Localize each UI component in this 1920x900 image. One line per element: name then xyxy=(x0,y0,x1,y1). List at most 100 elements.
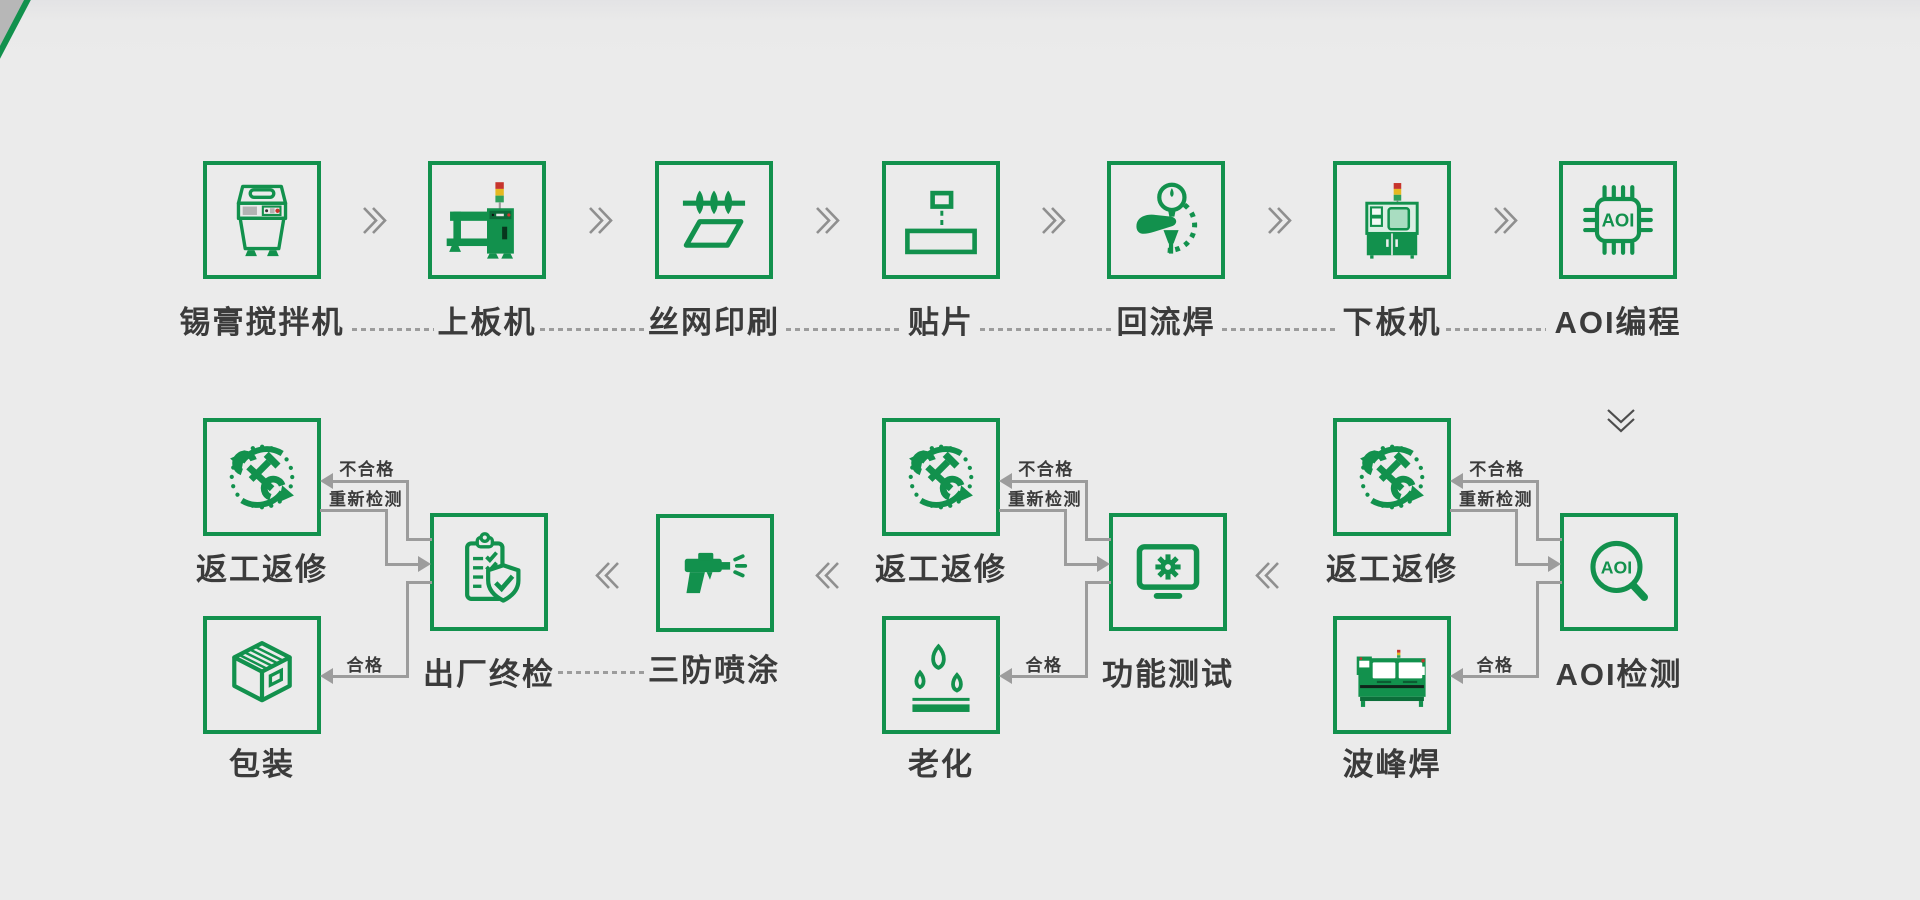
wave-soldering-icon xyxy=(1356,649,1426,707)
dashed-connector xyxy=(786,328,903,331)
dashed-connector xyxy=(558,671,646,674)
step-label: AOI编程 xyxy=(1554,305,1682,340)
node-screen-printing xyxy=(655,161,773,279)
connector-line xyxy=(999,509,1067,512)
flow-chevron-down-icon xyxy=(1607,409,1635,433)
lower-label: 包装 xyxy=(229,747,295,782)
arrowhead-right-icon xyxy=(1097,556,1110,572)
arrowhead-left-icon xyxy=(999,473,1012,489)
connector-line xyxy=(1515,563,1549,566)
retest-label: 重新检测 xyxy=(1008,490,1082,509)
rework-label: 返工返修 xyxy=(1326,552,1458,587)
step-label: 上板机 xyxy=(437,305,537,340)
dashed-connector xyxy=(980,328,1112,331)
node-aoi-inspection: AOI xyxy=(1560,513,1678,631)
node-packaging xyxy=(203,616,321,734)
board-unloader-icon xyxy=(1365,183,1419,259)
aoi-inspection-icon: AOI xyxy=(1590,540,1648,601)
connector-line xyxy=(406,581,409,678)
flow-chevron-right-icon xyxy=(589,207,613,234)
connector-line xyxy=(1085,581,1111,584)
aoi-programming-icon: AOI xyxy=(1583,185,1653,255)
flow-chevron-left-icon xyxy=(1255,562,1279,589)
pass-label: 合格 xyxy=(346,656,384,675)
inspection-label: 出厂终检 xyxy=(423,657,555,692)
cluster-final-inspection: 返工返修 出厂终检 xyxy=(196,418,555,783)
connector-line xyxy=(1536,581,1539,678)
fail-label: 不合格 xyxy=(339,460,395,479)
cluster-aoi-inspection: 返工返修 AOI AOI检测 波峰焊 xyxy=(1326,418,1683,783)
dashed-connector xyxy=(1446,328,1546,331)
arrowhead-left-icon xyxy=(320,473,333,489)
connector-line xyxy=(1085,480,1088,541)
spray-gun-icon xyxy=(684,552,748,594)
connector-line xyxy=(1536,538,1562,541)
connector-line xyxy=(1515,509,1518,566)
lower-label: 老化 xyxy=(908,747,974,782)
connector-line xyxy=(320,509,388,512)
flow-chevron-right-icon xyxy=(1494,207,1518,234)
connector-line xyxy=(1085,538,1111,541)
node-final-inspection xyxy=(430,513,548,631)
step-label: 下板机 xyxy=(1342,305,1442,340)
connector-line xyxy=(1462,480,1539,483)
connector-line xyxy=(1011,480,1088,483)
cluster-function-test: 返工返修 功能测试 xyxy=(875,418,1234,783)
node-wave-soldering xyxy=(1333,616,1451,734)
coating-label: 三防喷涂 xyxy=(648,653,780,688)
aoi-chip-text: AOI xyxy=(1602,210,1635,231)
arrowhead-left-icon xyxy=(320,668,333,684)
arrowhead-right-icon xyxy=(418,556,431,572)
board-loader-icon xyxy=(446,182,514,259)
flow-chevron-right-icon xyxy=(363,207,387,234)
step-label: 贴片 xyxy=(908,305,974,340)
node-board-unloader xyxy=(1333,161,1451,279)
node-rework xyxy=(882,418,1000,536)
flow-chevron-right-icon xyxy=(1268,207,1292,234)
pass-label: 合格 xyxy=(1476,656,1514,675)
step-label: 丝网印刷 xyxy=(648,305,780,340)
node-rework xyxy=(1333,418,1451,536)
arrowhead-right-icon xyxy=(1548,556,1561,572)
connector-line xyxy=(1064,563,1098,566)
reflow-soldering-icon xyxy=(1136,182,1198,254)
node-solder-paste-mixer xyxy=(203,161,321,279)
connector-line xyxy=(1085,581,1088,678)
solder-paste-mixer-icon xyxy=(236,184,288,257)
dashed-connector xyxy=(1222,328,1338,331)
rework-icon xyxy=(229,444,295,510)
lower-label: 波峰焊 xyxy=(1342,747,1442,782)
aging-icon xyxy=(912,643,970,712)
connector-line xyxy=(406,480,409,541)
function-test-icon xyxy=(1136,544,1200,599)
rework-icon xyxy=(1359,444,1425,510)
arrowhead-left-icon xyxy=(999,668,1012,684)
node-reflow-soldering xyxy=(1107,161,1225,279)
inspection-label: 功能测试 xyxy=(1102,657,1234,692)
connector-line xyxy=(1536,581,1562,584)
connector-line xyxy=(1536,480,1539,541)
flow-chevron-left-icon xyxy=(815,562,839,589)
node-aoi-programming: AOI xyxy=(1559,161,1677,279)
node-conformal-coating xyxy=(656,514,774,632)
rework-icon xyxy=(908,444,974,510)
node-board-loader xyxy=(428,161,546,279)
retest-label: 重新检测 xyxy=(1459,490,1533,509)
node-function-test xyxy=(1109,513,1227,631)
package-icon xyxy=(232,640,292,703)
flow-chevron-right-icon xyxy=(1042,207,1066,234)
connector-line xyxy=(1450,509,1518,512)
inspection-label: AOI检测 xyxy=(1555,657,1683,692)
connector-line xyxy=(332,675,409,678)
dashed-connector xyxy=(352,328,434,331)
final-inspection-icon xyxy=(465,532,521,603)
screen-printing-icon xyxy=(682,190,746,248)
arrowhead-left-icon xyxy=(1450,473,1463,489)
pass-label: 合格 xyxy=(1025,656,1063,675)
pick-and-place-icon xyxy=(905,190,977,255)
rework-label: 返工返修 xyxy=(196,552,328,587)
fail-label: 不合格 xyxy=(1018,460,1074,479)
connector-line xyxy=(385,509,388,566)
rework-label: 返工返修 xyxy=(875,552,1007,587)
fail-label: 不合格 xyxy=(1469,460,1525,479)
